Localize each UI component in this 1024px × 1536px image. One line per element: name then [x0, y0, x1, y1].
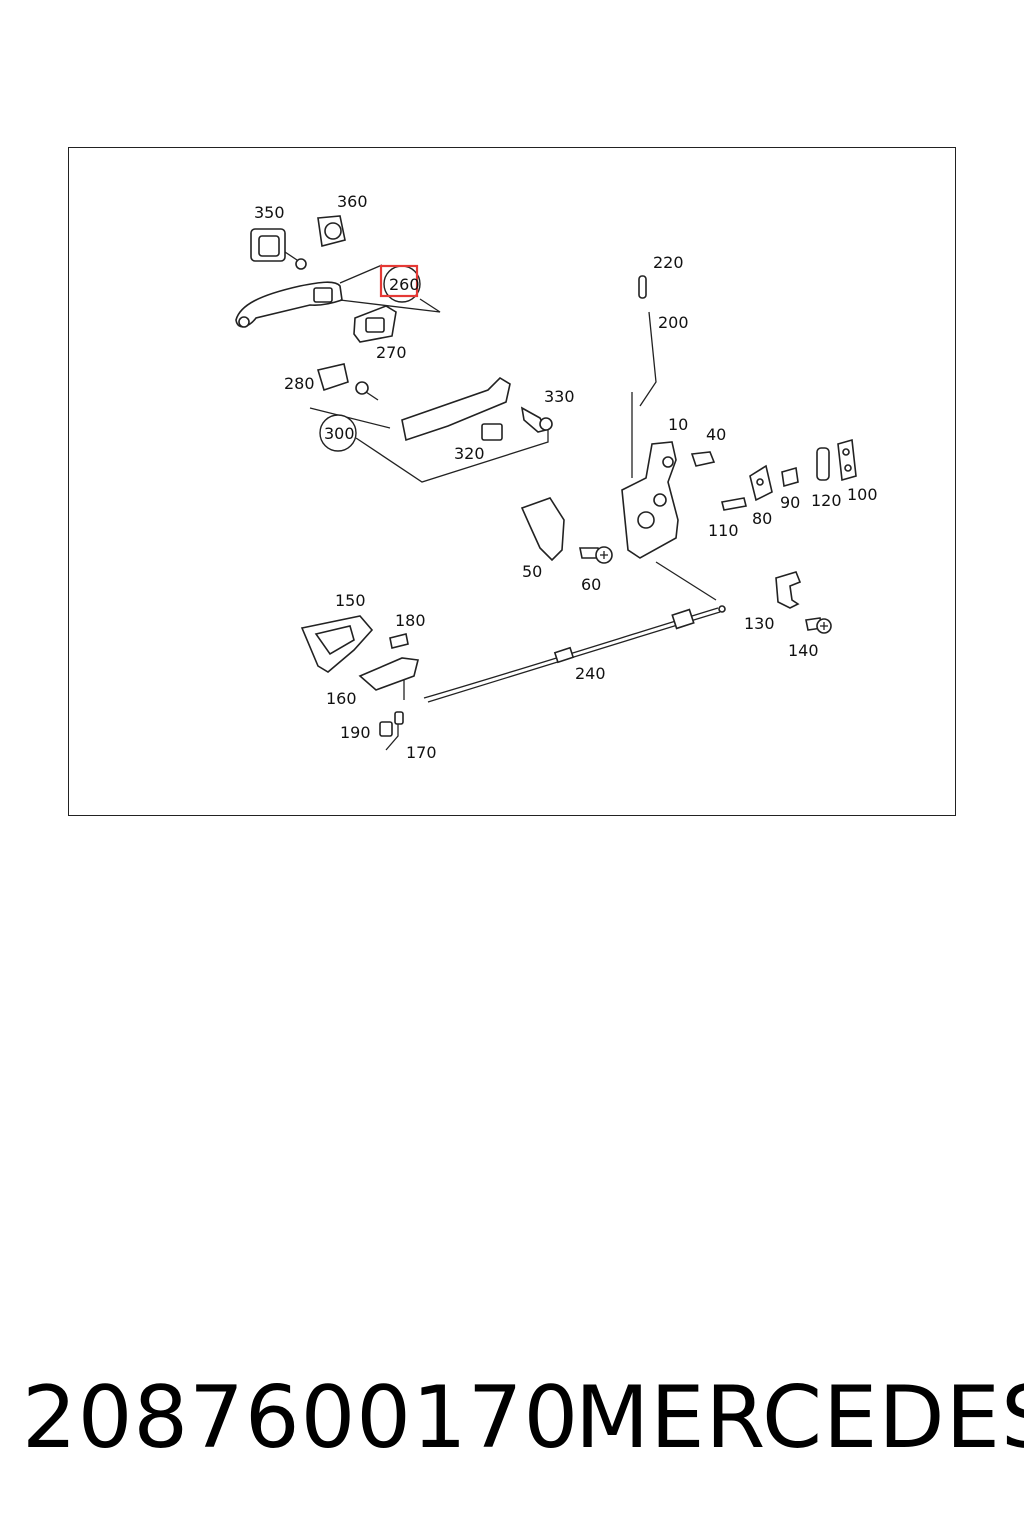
label-140: 140 [788, 641, 819, 660]
part-outer-handle [235, 281, 343, 328]
part-240-cable [423, 561, 726, 703]
brand-name: MERCEDES [575, 1368, 1024, 1468]
label-110: 110 [708, 521, 739, 540]
label-80: 80 [752, 509, 772, 528]
label-170: 170 [406, 743, 437, 762]
part-number: 2087600170 [22, 1368, 580, 1468]
part-180-clip [389, 633, 409, 649]
part-280-clip [316, 363, 379, 401]
label-160: 160 [326, 689, 357, 708]
label-60: 60 [581, 575, 601, 594]
part-100-plate [837, 438, 857, 482]
part-60-screw [579, 546, 613, 564]
label-40: 40 [706, 425, 726, 444]
part-170-190-rod-end [379, 711, 404, 751]
part-140-screw [805, 617, 832, 634]
label-240: 240 [575, 664, 606, 683]
part-90-clip [781, 466, 799, 488]
part-350-lock-cylinder [250, 228, 307, 270]
part-270-handle-cover [353, 305, 397, 343]
label-200: 200 [658, 313, 689, 332]
label-260: 260 [389, 275, 420, 294]
part-160-inner-lever [358, 657, 419, 700]
label-190: 190 [340, 723, 371, 742]
label-120: 120 [811, 491, 842, 510]
label-320: 320 [454, 444, 485, 463]
part-150-inner-handle-bezel [300, 615, 374, 673]
label-130: 130 [744, 614, 775, 633]
diagram-frame [68, 147, 956, 816]
label-100: 100 [847, 485, 878, 504]
label-330: 330 [544, 387, 575, 406]
label-50: 50 [522, 562, 542, 581]
label-300: 300 [324, 424, 355, 443]
label-10: 10 [668, 415, 688, 434]
part-330-screw [520, 406, 553, 433]
label-270: 270 [376, 343, 407, 362]
part-40-screw [690, 451, 716, 467]
part-300-handle-carrier [309, 376, 549, 483]
label-350: 350 [254, 203, 285, 222]
part-50-bracket [520, 497, 565, 562]
label-150: 150 [335, 591, 366, 610]
label-90: 90 [780, 493, 800, 512]
label-220: 220 [653, 253, 684, 272]
part-200-rod [631, 275, 657, 478]
highlight-box [379, 264, 419, 298]
part-120-plate [816, 447, 830, 481]
part-10-door-lock [621, 441, 679, 559]
part-260-callout [379, 264, 421, 303]
part-80-bracket [749, 464, 773, 502]
part-360-cap [317, 215, 346, 248]
label-280: 280 [284, 374, 315, 393]
label-180: 180 [395, 611, 426, 630]
part-110-screw [721, 497, 747, 511]
label-360: 360 [337, 192, 368, 211]
part-130-striker [775, 571, 802, 609]
